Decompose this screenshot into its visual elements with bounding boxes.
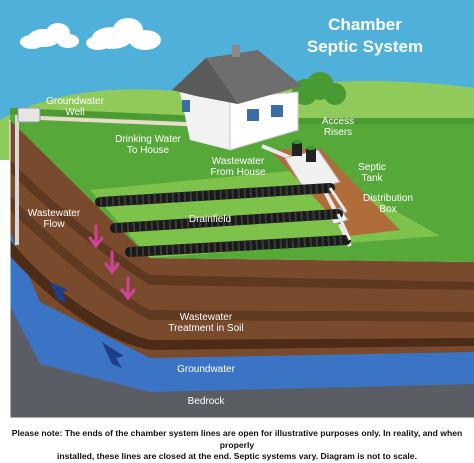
well-head xyxy=(17,107,41,123)
block-outline xyxy=(9,120,474,419)
trees xyxy=(292,72,346,105)
riser-lid xyxy=(306,146,316,150)
label-septic-tank-2: Tank xyxy=(361,173,383,184)
label-groundwater-well-1: Groundwater xyxy=(46,96,104,107)
connector-pipe xyxy=(328,187,348,213)
label-drinking-water-2: To House xyxy=(127,145,170,156)
riser-lid xyxy=(292,140,302,144)
label-wastewater-treatment-1: Wastewater xyxy=(180,312,233,323)
label-groundwater: Groundwater xyxy=(177,364,235,375)
lawn-edge xyxy=(10,108,474,124)
label-drinking-water-1: Drinking Water xyxy=(115,134,181,145)
wastewater-flow-arrow-icon xyxy=(88,224,136,301)
label-wastewater-flow-1: Wastewater xyxy=(28,208,81,219)
label-wastewater-treatment-2: Treatment in Soil xyxy=(168,323,243,334)
title-line2: Septic System xyxy=(307,37,423,56)
label-distribution-box-2: Box xyxy=(379,204,396,215)
bedrock-layer xyxy=(10,300,474,418)
label-drainfield: Drainfield xyxy=(189,214,231,225)
title-line1: Chamber xyxy=(328,15,402,34)
label-septic-tank-1: Septic xyxy=(358,162,386,173)
label-access-risers-2: Risers xyxy=(324,127,352,138)
soil-layers xyxy=(10,240,474,350)
groundwater-layer xyxy=(10,230,474,392)
label-groundwater-well-2: Well xyxy=(65,107,84,118)
cloud-icon xyxy=(86,18,161,50)
well-casing xyxy=(15,115,19,245)
house xyxy=(172,45,302,151)
disclaimer-line-2: installed, these lines are closed at the… xyxy=(57,451,417,461)
access-riser xyxy=(306,148,316,162)
label-wastewater-flow-2: Flow xyxy=(43,219,65,230)
chamber-line xyxy=(125,235,351,257)
groundwater-flow-arrow-icon xyxy=(50,282,124,368)
cloud-icon xyxy=(20,23,79,49)
label-distribution-box-1: Distribution xyxy=(363,193,413,204)
chamber-line xyxy=(110,209,343,233)
label-bedrock: Bedrock xyxy=(188,396,226,407)
disclaimer-note: Please note: The ends of the chamber sys… xyxy=(4,428,470,463)
access-riser xyxy=(292,142,302,156)
label-wastewater-from-house-2: From House xyxy=(210,167,265,178)
connector-pipe xyxy=(336,213,352,241)
label-access-risers-1: Access xyxy=(322,116,354,127)
label-wastewater-from-house-1: Wastewater xyxy=(212,156,265,167)
disclaimer-line-1: Please note: The ends of the chamber sys… xyxy=(11,428,463,450)
chamber-line xyxy=(95,183,335,207)
